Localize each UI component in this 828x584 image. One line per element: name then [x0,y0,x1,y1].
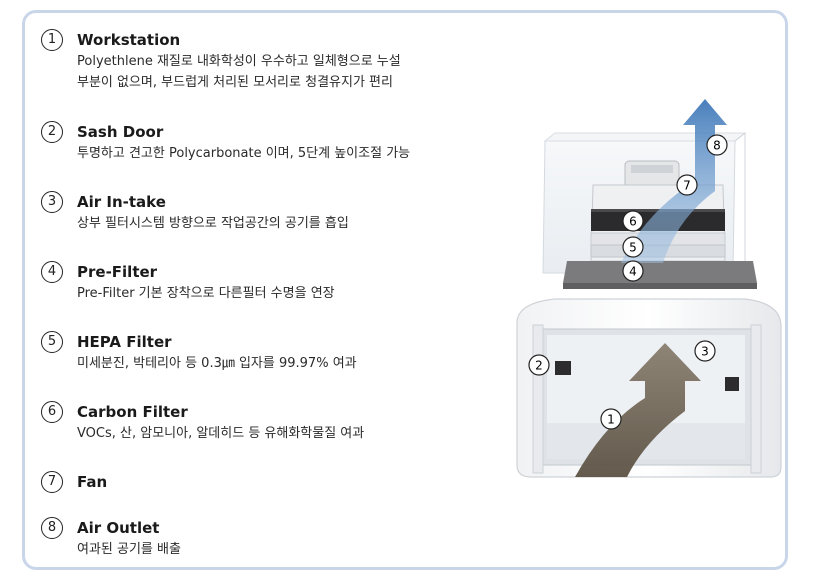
list-item-hepa-filter: 5 HEPA Filter 미세분진, 박테리아 등 0.3㎛ 입자를 99.9… [41,331,471,401]
list-item-carbon-filter: 6 Carbon Filter VOCs, 산, 암모니아, 알데히드 등 유해… [41,401,471,471]
number-badge: 8 [41,517,63,539]
number-badge: 1 [41,29,63,51]
item-title: Carbon Filter [77,403,188,421]
svg-text:1: 1 [607,413,615,427]
item-desc-line: 부분이 없으며, 부드럽게 처리된 모서리로 청결유지가 편리 [77,75,393,90]
marker-7: 7 [676,174,698,196]
fume-hood-illustration: 1 2 3 4 5 6 7 [516,99,782,478]
intake-airflow-arrow [575,343,701,477]
list-item-air-intake: 3 Air In-take 상부 필터시스템 방향으로 작업공간의 공기를 흡입 [41,191,471,261]
number-badge: 3 [41,191,63,213]
outlet-airflow-arrow [621,99,727,263]
svg-text:5: 5 [629,241,637,255]
marker-3: 3 [694,340,716,362]
number-badge: 5 [41,331,63,353]
marker-4: 4 [622,260,644,282]
item-title: Sash Door [77,123,164,141]
item-title: HEPA Filter [77,333,172,351]
item-desc-line: 여과된 공기를 배출 [77,542,181,557]
svg-text:3: 3 [701,345,709,359]
item-desc-line: 상부 필터시스템 방향으로 작업공간의 공기를 흡입 [77,216,349,231]
item-desc-line: 미세분진, 박테리아 등 0.3㎛ 입자를 99.97% 여과 [77,356,357,371]
number-badge: 4 [41,261,63,283]
component-list: 1 Workstation Polyethlene 재질로 내화학성이 우수하고… [41,29,471,567]
svg-text:2: 2 [535,359,543,373]
item-desc-line: VOCs, 산, 암모니아, 알데히드 등 유해화학물질 여과 [77,426,365,441]
number-badge: 7 [41,471,63,493]
marker-5: 5 [622,236,644,258]
list-item-air-outlet: 8 Air Outlet 여과된 공기를 배출 [41,517,471,567]
list-item-fan: 7 Fan [41,471,471,517]
item-desc-line: Pre-Filter 기본 장착으로 다른필터 수명을 연장 [77,286,335,301]
item-title: Air Outlet [77,519,160,537]
item-desc-line: Polyethlene 재질로 내화학성이 우수하고 일체형으로 누설 [77,54,401,69]
marker-8: 8 [706,134,728,156]
list-item-pre-filter: 4 Pre-Filter Pre-Filter 기본 장착으로 다른필터 수명을… [41,261,471,331]
number-badge: 6 [41,401,63,423]
marker-2: 2 [528,354,550,376]
list-item-workstation: 1 Workstation Polyethlene 재질로 내화학성이 우수하고… [41,29,471,99]
item-title: Fan [77,473,108,491]
item-title: Pre-Filter [77,263,158,281]
svg-text:4: 4 [629,265,637,279]
item-title: Air In-take [77,193,166,211]
svg-text:7: 7 [683,179,691,193]
item-desc-line: 투명하고 견고한 Polycarbonate 이며, 5단계 높이조절 가능 [77,146,411,161]
marker-1: 1 [600,408,622,430]
diagram-frame: 1 Workstation Polyethlene 재질로 내화학성이 우수하고… [22,10,788,570]
marker-6: 6 [622,210,644,232]
svg-text:6: 6 [629,215,637,229]
list-item-sash-door: 2 Sash Door 투명하고 견고한 Polycarbonate 이며, 5… [41,121,471,191]
number-badge: 2 [41,121,63,143]
item-title: Workstation [77,31,181,49]
svg-text:8: 8 [713,139,721,153]
diagram-markers: 1 2 3 4 5 6 7 [528,134,728,430]
